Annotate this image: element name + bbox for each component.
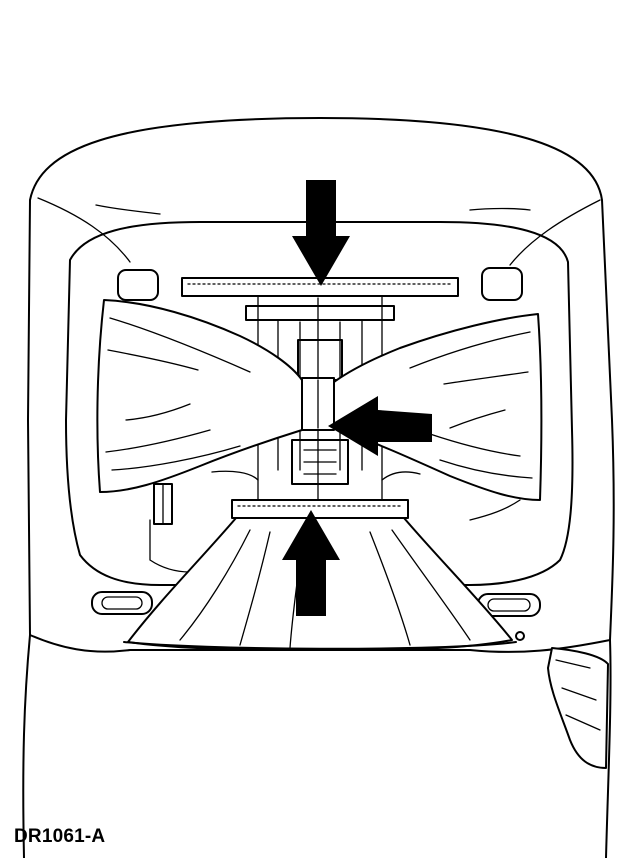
fastener-right: [515, 631, 525, 641]
slot-left-inner: [101, 596, 143, 610]
corner-crease-top-left: [37, 197, 131, 263]
top-contour-right: [469, 207, 531, 211]
cover-fan-folds: [179, 529, 471, 649]
cover-wrap-folds: [105, 317, 533, 479]
cover-fan-hem: [123, 641, 517, 650]
corner-crease-top-right: [509, 199, 601, 266]
seat-back-inner-edge: [65, 221, 574, 586]
arrow-up-bottom-icon: [282, 510, 340, 616]
figure-caption: DR1061-A: [14, 826, 106, 847]
arrow-left-center-icon: [328, 396, 432, 456]
arrow-down-top-icon: [292, 180, 350, 286]
slot-left: [91, 591, 153, 615]
seat-cushion-lower: [22, 634, 612, 858]
cover-wrap-left: [96, 299, 303, 493]
side-flap-right: [547, 647, 609, 769]
cover-wrap-right: [333, 313, 543, 501]
slot-right-inner: [487, 598, 531, 612]
seat-back-outline: [27, 117, 615, 653]
flap-fold-right: [555, 659, 601, 731]
top-contour-left: [95, 204, 161, 215]
clamp-bar-bottom: [231, 499, 409, 519]
